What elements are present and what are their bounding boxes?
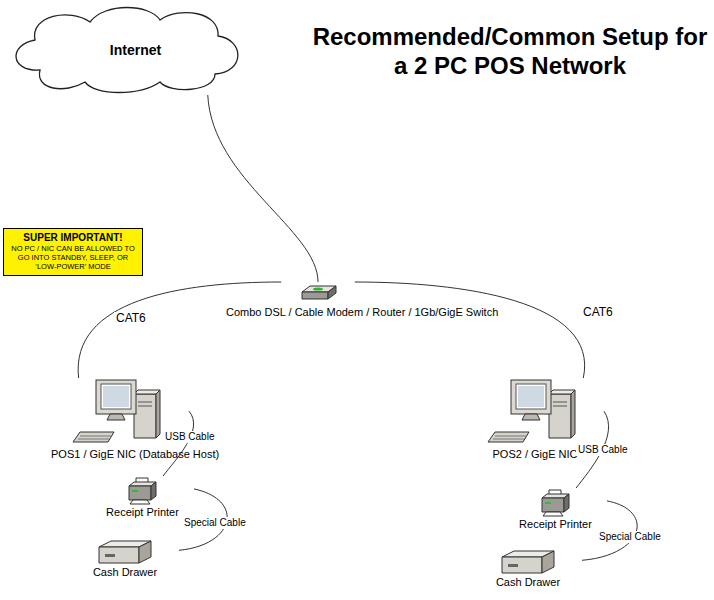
- node-text: Internet: [110, 42, 161, 59]
- edge-label: CAT6: [581, 306, 615, 318]
- node-text: SUPER IMPORTANT!: [8, 232, 138, 244]
- cable-line: [208, 95, 318, 282]
- node-text: POS1 / GigE NIC (Database Host): [51, 448, 189, 461]
- cloud-node: Internet: [8, 5, 243, 95]
- warning-note: SUPER IMPORTANT!NO PC / NIC CAN BE ALLOW…: [3, 228, 143, 276]
- edge-label: USB Cable: [163, 431, 216, 443]
- edge-label: CAT6: [114, 312, 148, 324]
- node-text: Receipt Printer: [91, 506, 194, 519]
- edge-label: Special Cable: [597, 531, 663, 543]
- cable-line: [355, 282, 585, 378]
- edge-label: USB Cable: [576, 444, 629, 456]
- node-text: Combo DSL / Cable Modem / Router / 1Gb/G…: [226, 306, 410, 319]
- cable-line: [163, 411, 193, 476]
- drawer-node: Cash Drawer: [71, 538, 179, 579]
- node-text: NO PC / NIC CAN BE ALLOWED TO GO INTO ST…: [8, 244, 138, 271]
- printer-node: Receipt Printer: [504, 488, 607, 531]
- router-node: Combo DSL / Cable Modem / Router / 1Gb/G…: [226, 282, 410, 319]
- pc-node: POS1 / GigE NIC (Database Host): [51, 378, 189, 461]
- printer-node: Receipt Printer: [91, 476, 194, 519]
- edge-label: Special Cable: [182, 517, 248, 529]
- node-text: Receipt Printer: [504, 518, 607, 531]
- node-text: Cash Drawer: [71, 566, 179, 579]
- drawer-node: Cash Drawer: [474, 548, 582, 589]
- diagram-title: Recommended/Common Setup for a 2 PC POS …: [310, 22, 710, 80]
- node-text: Cash Drawer: [474, 576, 582, 589]
- cable-line: [78, 282, 281, 378]
